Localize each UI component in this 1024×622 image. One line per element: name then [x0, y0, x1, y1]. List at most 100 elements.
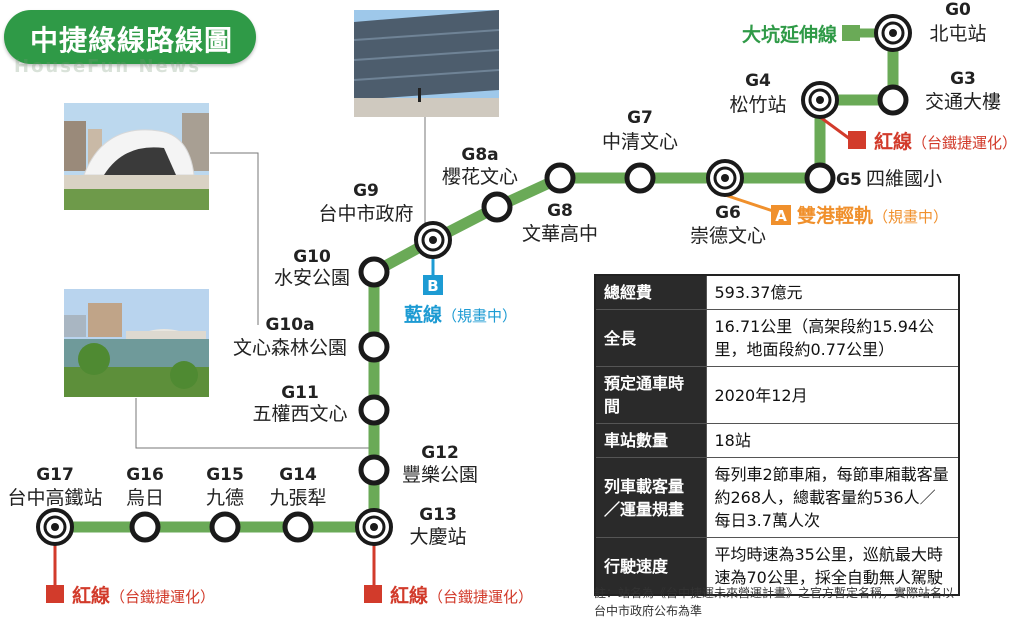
station-marker-core — [51, 523, 59, 531]
connection-line-name: 紅線 — [390, 584, 428, 607]
station-code: G8 — [547, 201, 573, 221]
connection-line-name: 紅線 — [874, 130, 912, 153]
spec-row: 列車載客量／運量規畫 每列車2節車廂，每節車廂載客量約268人，總載客量約536… — [594, 457, 960, 538]
station-code: G11 — [281, 383, 319, 403]
spec-key: 預定通車時間 — [594, 366, 707, 424]
station-name: 櫻花文心 — [442, 166, 518, 188]
station-marker-core — [370, 523, 378, 531]
station-marker — [358, 331, 390, 363]
blue-line-marker — [423, 275, 443, 295]
red-line-marker — [46, 585, 64, 603]
connection-note: （台鐵捷運化） — [912, 134, 1017, 152]
spec-row: 行駛速度 平均時速為35公里，巡航最大時速為70公里，採全自動無人駕駛 — [594, 537, 960, 596]
station-marker-core — [889, 29, 897, 37]
station-marker — [358, 256, 390, 288]
station-name: 崇德文心 — [690, 225, 766, 247]
station-code: G15 — [206, 465, 244, 485]
spec-key: 總經費 — [594, 274, 707, 310]
station-name: 松竹站 — [729, 94, 786, 116]
station-name: 九德 — [206, 487, 244, 509]
extension-label: 大坑延伸線 — [742, 23, 837, 46]
station-marker — [877, 84, 909, 116]
station-code: G0 — [945, 0, 971, 20]
connection-label: 紅線（台鐵捷運化） — [390, 584, 533, 607]
station-name: 文心森林公園 — [233, 337, 347, 359]
station-name: 台中高鐵站 — [7, 487, 102, 509]
photo-opera-house — [64, 103, 209, 210]
station-name: 交通大樓 — [925, 91, 1001, 113]
station-code: G7 — [627, 108, 653, 128]
spec-key: 行駛速度 — [594, 537, 707, 596]
station-marker-core — [429, 236, 437, 244]
spec-key: 全長 — [594, 309, 707, 367]
spec-row: 全長 16.71公里（高架段約15.94公里，地面段約0.77公里） — [594, 309, 960, 367]
station-marker-ring — [362, 515, 386, 539]
spec-key: 車站數量 — [594, 423, 707, 458]
station-marker — [129, 511, 161, 543]
red-line-marker — [364, 585, 382, 603]
station-marker — [358, 454, 390, 486]
station-marker-core — [816, 96, 824, 104]
station-code: G13 — [419, 505, 457, 525]
spec-value: 2020年12月 — [705, 366, 960, 424]
station-name: 台中市政府 — [318, 203, 413, 225]
station-name: 文華高中 — [522, 223, 598, 245]
photo-city-hall — [354, 10, 499, 117]
station-name: 四維國小 — [866, 168, 942, 190]
station-marker-ring — [881, 21, 905, 45]
station-name: 豐樂公園 — [402, 464, 478, 486]
red-line-marker — [848, 131, 866, 149]
page-title: 中捷綠線路線圖 — [30, 24, 234, 57]
station-marker-ring — [43, 515, 67, 539]
station-code: G10a — [265, 315, 314, 335]
footnote: 註：站名為《台中捷運未來營運計畫》之官方暫定名稱，實際站名以台中市政府公布為準 — [594, 586, 955, 618]
station-code: G5 — [836, 170, 862, 190]
station-code: G17 — [36, 465, 74, 485]
station-code: G16 — [126, 465, 164, 485]
station-marker-ring — [808, 88, 832, 112]
station-marker — [358, 394, 390, 426]
connection-badge: B — [427, 277, 438, 295]
station-marker — [804, 162, 836, 194]
station-marker — [544, 162, 576, 194]
connection-note: （台鐵捷運化） — [110, 588, 215, 606]
connection-note: （規畫中） — [442, 307, 517, 325]
station-marker — [209, 511, 241, 543]
station-name: 水安公園 — [274, 267, 350, 289]
spec-row: 預定通車時間 2020年12月 — [594, 366, 960, 424]
title-badge: 中捷綠線路線圖 — [4, 10, 256, 64]
red-line-branch — [819, 115, 851, 141]
station-name: 九張犁 — [269, 487, 326, 509]
station-code: G10 — [293, 247, 331, 267]
spec-key: 列車載客量／運量規畫 — [594, 457, 707, 538]
station-marker-core — [721, 174, 729, 182]
connection-line-name: 雙港輕軌 — [797, 204, 873, 227]
connection-note: （規畫中） — [873, 208, 948, 226]
station-marker — [624, 162, 656, 194]
connection-label: 雙港輕軌（規畫中） — [797, 204, 948, 227]
extension-marker — [842, 25, 860, 41]
station-code: G8a — [461, 145, 498, 165]
photo-park — [64, 289, 209, 397]
station-name: 北屯站 — [929, 23, 986, 45]
connection-label: 紅線（台鐵捷運化） — [874, 130, 1017, 153]
spec-table: 總經費 593.37億元 全長 16.71公里（高架段約15.94公里，地面段約… — [594, 274, 960, 596]
station-code: G14 — [279, 465, 317, 485]
connection-note: （台鐵捷運化） — [428, 588, 533, 606]
connection-line-name: 藍線 — [404, 303, 442, 326]
station-code: G9 — [353, 181, 379, 201]
station-marker-ring — [421, 228, 445, 252]
station-code: G6 — [715, 203, 741, 223]
photo-pointer-line — [210, 152, 259, 325]
station-name: 五權西文心 — [252, 403, 347, 425]
spec-value: 16.71公里（高架段約15.94公里，地面段約0.77公里） — [705, 309, 960, 367]
station-code: G3 — [950, 69, 976, 89]
station-marker — [481, 191, 513, 223]
station-name: 大慶站 — [409, 526, 466, 548]
watermark: HouseFun News — [14, 56, 202, 77]
spec-value: 18站 — [705, 423, 960, 458]
connection-label: 紅線（台鐵捷運化） — [72, 584, 215, 607]
station-marker-ring — [713, 166, 737, 190]
orange-line-branch — [724, 193, 777, 214]
